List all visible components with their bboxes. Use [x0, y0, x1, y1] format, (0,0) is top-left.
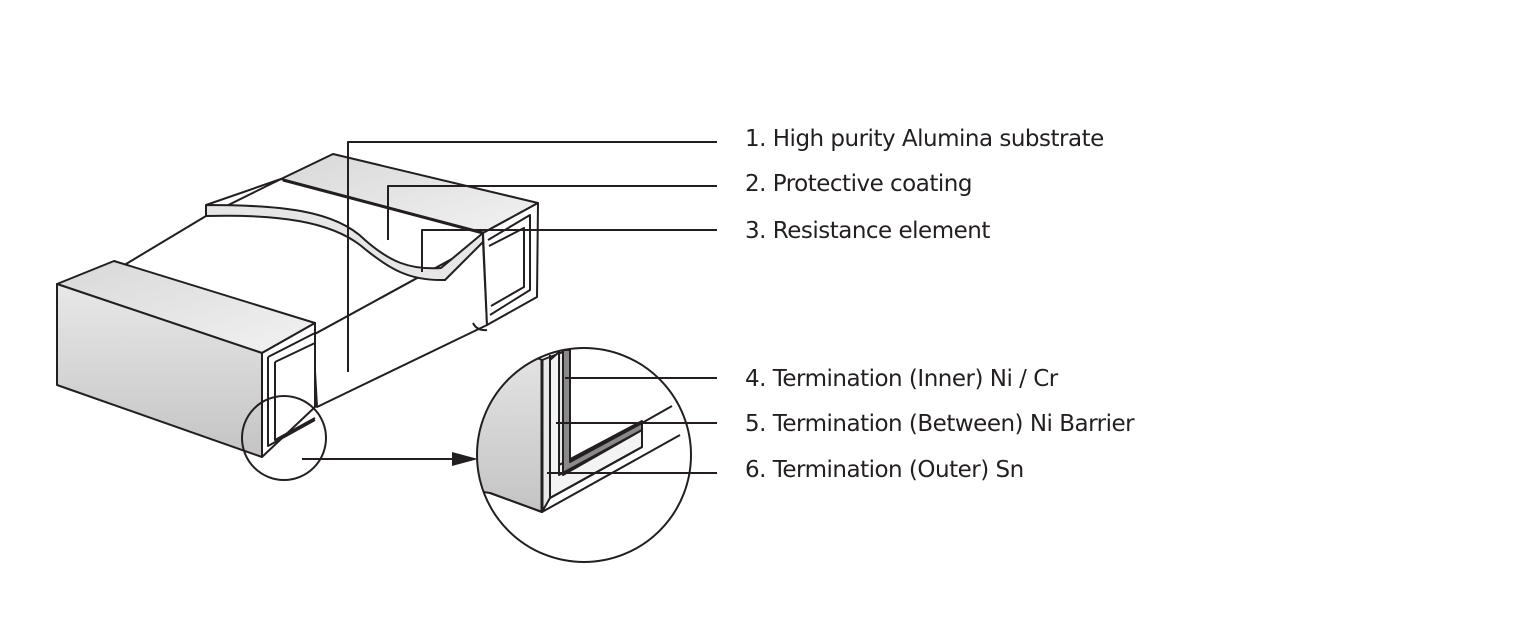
label-termination-outer: 6. Termination (Outer) Sn [745, 457, 1024, 483]
label-substrate: 1. High purity Alumina substrate [745, 126, 1104, 152]
detail-circle-small [241, 395, 327, 481]
label-termination-inner: 4. Termination (Inner) Ni / Cr [745, 366, 1058, 392]
label-protective-coating: 2. Protective coating [745, 171, 972, 197]
arrow-head-icon [452, 452, 478, 466]
leader-2 [387, 185, 717, 240]
protective-coating [205, 204, 484, 282]
label-termination-between: 5. Termination (Between) Ni Barrier [745, 411, 1135, 437]
leader-1 [347, 141, 717, 372]
detail-circle-large [476, 347, 692, 563]
label-resistance-element: 3. Resistance element [745, 218, 990, 244]
leader-3 [421, 229, 717, 272]
